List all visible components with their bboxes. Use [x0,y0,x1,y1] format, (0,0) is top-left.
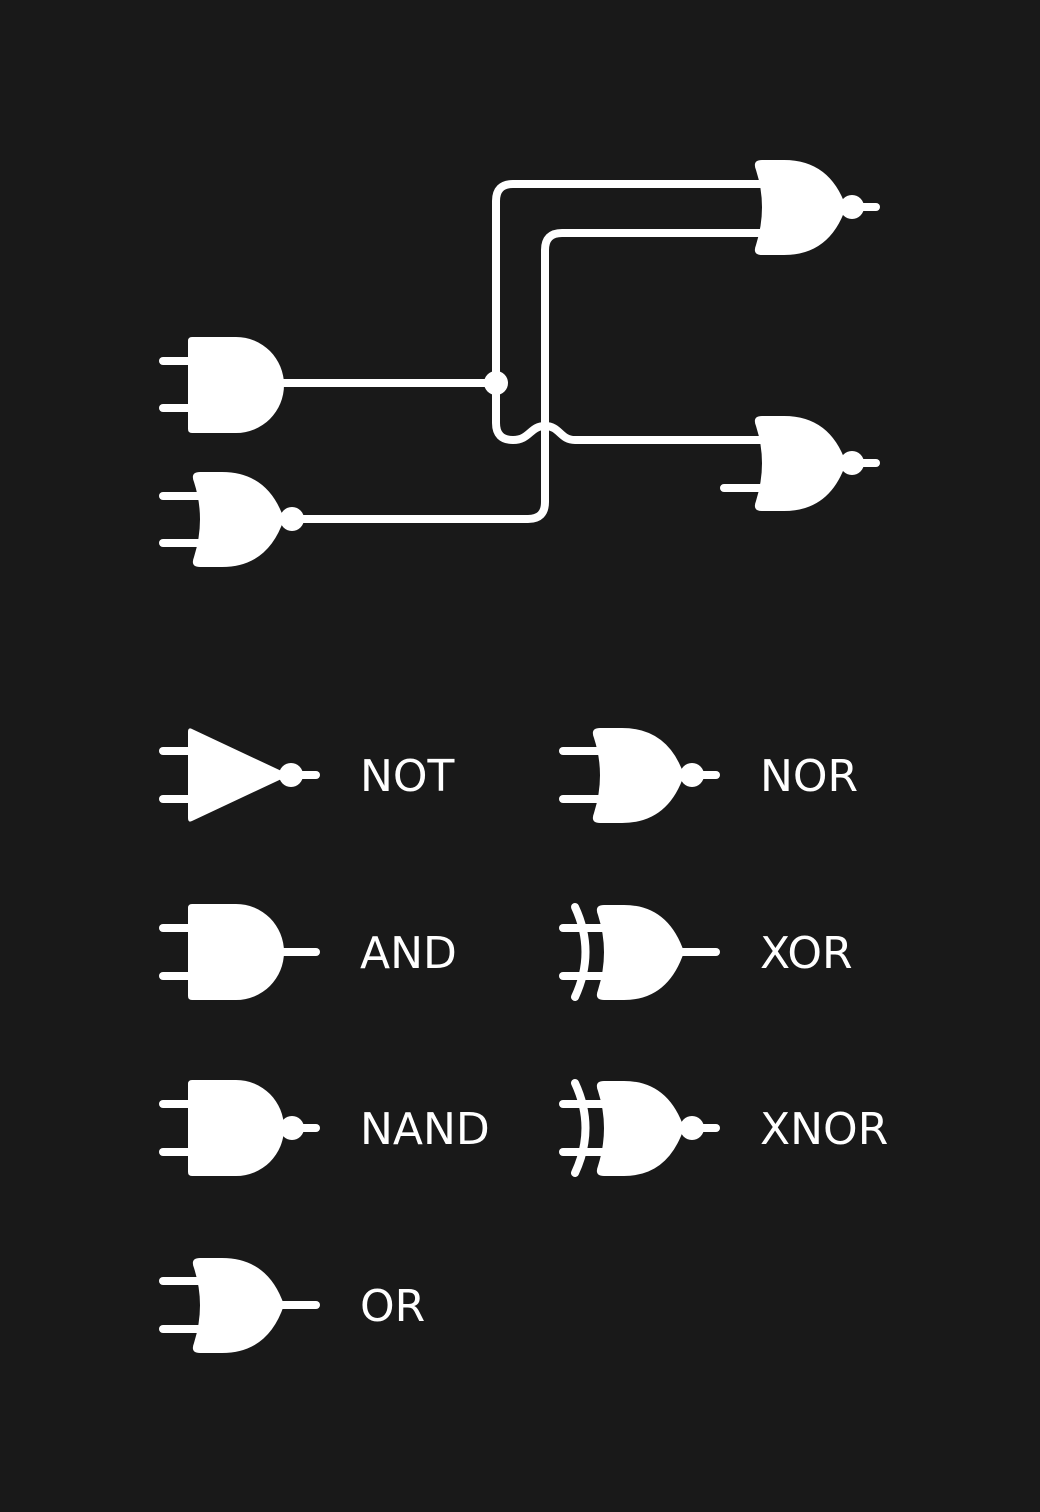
nor-bubble [680,763,704,787]
circuit-top-nor-bubble [840,195,864,219]
legend-label-and: AND [360,928,457,979]
or-gate-icon [192,1258,284,1353]
circuit-nor-gate [192,472,284,567]
legend-item-or: OR [159,1258,425,1353]
not-bubble [279,763,303,787]
legend-item-and: AND [159,904,457,1000]
xnor-curve [571,1079,590,1177]
circuit-top-nor-gate [754,160,846,255]
legend-label-nand: NAND [360,1104,490,1155]
circuit-and-gate [188,337,284,433]
nand-gate-icon [188,1080,284,1176]
wire-junction-dot [484,371,508,395]
legend-label-nor: NOR [760,751,858,802]
legend-item-nor: NOR [559,728,858,823]
wire-junction-to-bottom-nor [492,379,776,444]
xnor-gate-icon [596,1081,684,1176]
wire-junction-to-top-nor [492,180,776,387]
nor-gate-icon [592,728,684,823]
legend-item-not: NOT [159,728,455,822]
circuit-nor-bubble [280,507,304,531]
legend-label-xnor: XNOR [760,1104,888,1155]
circuit-bottom-nor-bubble [840,451,864,475]
nand-bubble [280,1116,304,1140]
xor-curve [571,903,590,1001]
xnor-bubble [680,1116,704,1140]
circuit-bottom-nor-gate [754,416,846,511]
circuit-gates [188,160,864,567]
and-gate-icon [188,904,284,1000]
legend-label-not: NOT [360,751,455,802]
not-gate-icon [188,728,290,822]
legend: NOT AND NAND [159,728,888,1353]
xor-gate-icon [596,905,684,1000]
legend-item-nand: NAND [159,1080,490,1176]
legend-label-xor: XOR [760,928,853,979]
legend-label-or: OR [360,1281,425,1332]
legend-item-xor: XOR [559,903,853,1001]
legend-item-xnor: XNOR [559,1079,888,1177]
wire-nor-output-to-top-nor [296,229,776,523]
